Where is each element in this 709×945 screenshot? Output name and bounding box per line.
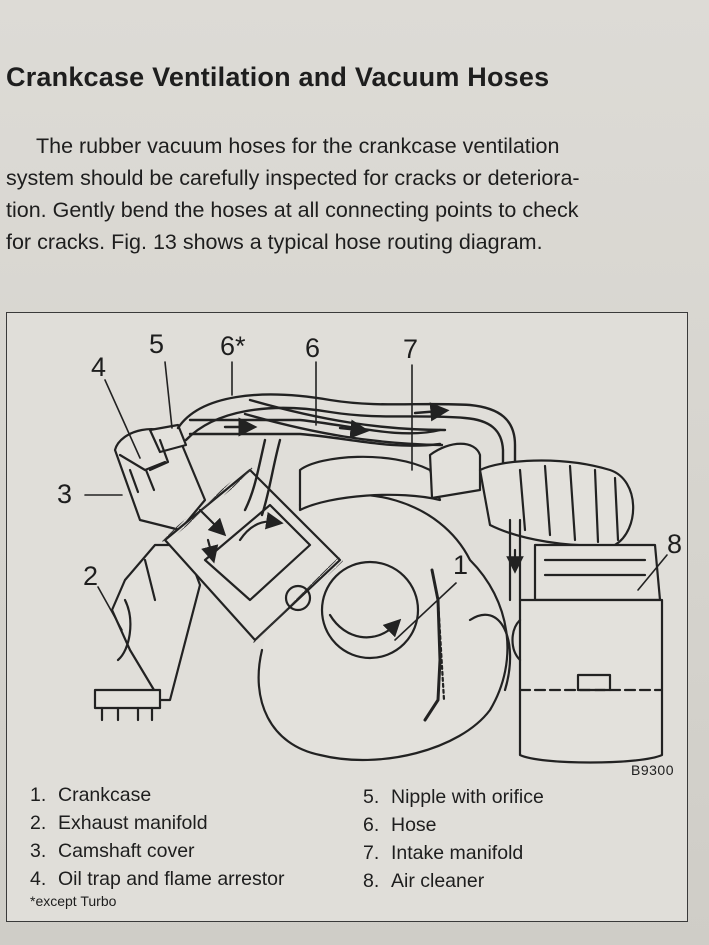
paragraph-line: for cracks. Fig. 13 shows a typical hose… xyxy=(6,230,543,254)
exhaust-manifold-shape xyxy=(93,543,202,722)
callout-4: 4 xyxy=(91,352,107,382)
legend-item: 2.Exhaust manifold xyxy=(30,812,208,834)
section-title: Crankcase Ventilation and Vacuum Hoses xyxy=(6,62,550,92)
leader-lines xyxy=(84,361,668,641)
legend-item: 4.Oil trap and flame arrestor xyxy=(30,868,285,890)
callout-7: 7 xyxy=(403,334,419,364)
paragraph-line: system should be carefully inspected for… xyxy=(6,166,580,190)
legend-item: 5.Nipple with orifice xyxy=(363,786,544,808)
legend-item: 8.Air cleaner xyxy=(363,870,485,892)
oil-trap-shape xyxy=(148,423,188,472)
callout-8: 8 xyxy=(667,529,683,559)
callout-6: 6 xyxy=(305,333,321,363)
paragraph-line: tion. Gently bend the hoses at all conne… xyxy=(6,198,579,222)
figure-code: B9300 xyxy=(631,762,674,778)
footnote: *except Turbo xyxy=(30,893,117,909)
callout-3: 3 xyxy=(57,479,73,509)
legend-item: 6.Hose xyxy=(363,814,437,836)
legend-item: 7.Intake manifold xyxy=(363,842,524,864)
callout-1: 1 xyxy=(453,550,469,580)
legend-right: 5.Nipple with orifice 6.Hose 7.Intake ma… xyxy=(363,783,544,895)
legend-left: 1.Crankcase 2.Exhaust manifold 3.Camshaf… xyxy=(30,781,285,893)
paragraph-line: The rubber vacuum hoses for the crankcas… xyxy=(36,134,560,158)
air-cleaner-shape xyxy=(511,543,664,764)
air-duct-shape xyxy=(478,459,635,602)
callout-2: 2 xyxy=(83,561,99,591)
intake-manifold-shape xyxy=(298,442,482,512)
engine-block-shape xyxy=(162,467,343,643)
legend-item: 1.Crankcase xyxy=(30,784,152,806)
callout-6-star: 6* xyxy=(220,331,246,361)
body-paragraph: The rubber vacuum hoses for the crankcas… xyxy=(6,130,709,258)
callout-5: 5 xyxy=(149,329,165,359)
legend-item: 3.Camshaft cover xyxy=(30,840,195,862)
ventilation-hoses xyxy=(176,393,517,517)
